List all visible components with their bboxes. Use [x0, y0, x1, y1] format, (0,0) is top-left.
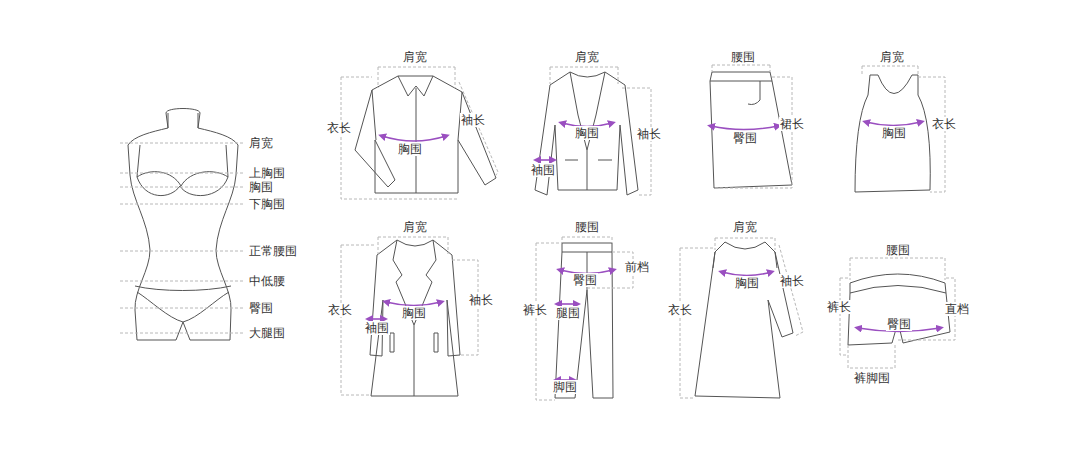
- measurement-label: 袖长: [779, 274, 805, 288]
- measurement-label: 臀围: [572, 273, 598, 287]
- shorts: [840, 258, 955, 368]
- measurement-label: 裤长: [826, 300, 852, 314]
- measurement-label: 衣长: [931, 117, 957, 131]
- measurement-label: 脚围: [552, 380, 578, 394]
- measurement-label: 胸围: [397, 142, 423, 156]
- measurement-label: 袖长: [468, 293, 494, 307]
- measurement-label: 胸围: [734, 276, 760, 290]
- measurement-label: 臀围: [732, 131, 758, 145]
- measurement-label: 袖长: [636, 127, 662, 141]
- pants: [536, 237, 633, 400]
- measurement-label: 胸围: [248, 180, 274, 194]
- measurement-label: 前档: [624, 260, 650, 274]
- measurement-label: 肩宽: [732, 220, 758, 234]
- measurement-label: 中低腰: [248, 274, 286, 288]
- dress: [680, 238, 803, 398]
- measurement-label: 直档: [944, 302, 970, 316]
- measurement-label: 袖围: [530, 163, 556, 177]
- measurement-label: 胸围: [574, 126, 600, 140]
- measurement-label: 正常腰围: [248, 244, 298, 258]
- measurement-label: 袖围: [364, 321, 390, 335]
- measurement-label: 臀围: [248, 301, 274, 315]
- measurement-label: 大腿围: [248, 326, 286, 340]
- measurement-label: 肩宽: [402, 220, 428, 234]
- measurement-label: 肩宽: [879, 50, 905, 64]
- measurement-label: 上胸围: [248, 166, 286, 180]
- measurement-label: 肩宽: [248, 136, 274, 150]
- mannequin: [120, 109, 244, 341]
- measurement-label: 臀围: [886, 317, 912, 331]
- measurement-label: 腰围: [730, 50, 756, 64]
- measurement-label: 胸围: [401, 306, 427, 320]
- measurement-label: 裤脚围: [853, 371, 891, 385]
- measurement-label: 衣长: [326, 121, 352, 135]
- shirt: [341, 67, 498, 199]
- measurement-label: 下胸围: [248, 197, 286, 211]
- measurement-label: 肩宽: [574, 50, 600, 64]
- measurement-label: 裤长: [522, 303, 548, 317]
- measurement-label: 衣长: [327, 303, 353, 317]
- measurement-label: 袖长: [460, 113, 486, 127]
- measurement-label: 肩宽: [402, 50, 428, 64]
- coat: [341, 237, 478, 396]
- measurement-label: 腿围: [555, 306, 581, 320]
- measurement-label: 腰围: [574, 220, 600, 234]
- measurement-label: 裙长: [779, 117, 805, 131]
- measurement-label: 腰围: [885, 243, 911, 257]
- measurement-label: 衣长: [667, 303, 693, 317]
- measurement-label: 胸围: [881, 126, 907, 140]
